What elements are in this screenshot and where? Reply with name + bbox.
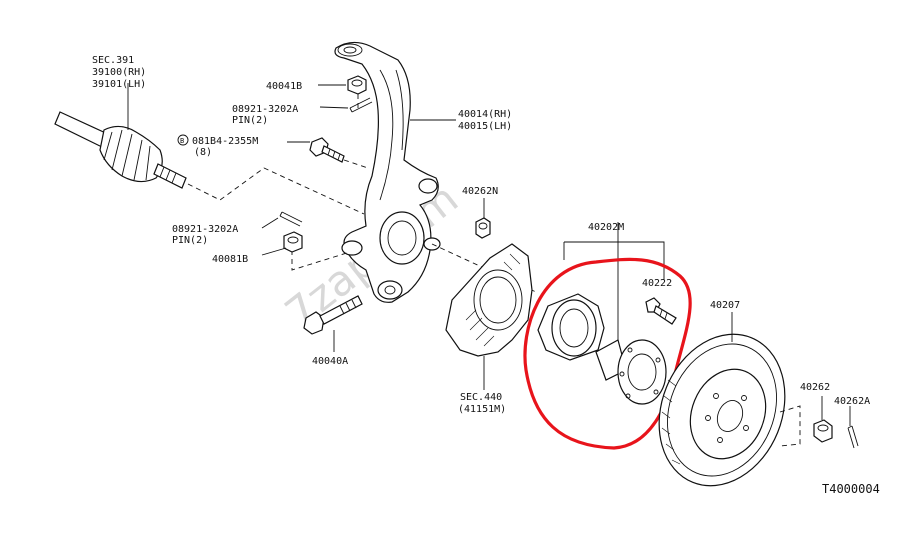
highlight-circle (523, 257, 692, 450)
label-40262n[interactable]: 40262N (462, 186, 498, 197)
dash-shaft (187, 167, 365, 215)
drive-shaft[interactable] (54, 111, 187, 189)
dash-bolt (343, 159, 369, 169)
label-40262[interactable]: 40262 (800, 382, 830, 393)
bolt-40040a[interactable] (303, 295, 363, 335)
hub-bearing-assembly[interactable] (537, 293, 667, 405)
label-40015[interactable]: 40015(LH) (458, 121, 512, 132)
label-081b4[interactable]: 081B4-2355M (192, 136, 258, 147)
steering-knuckle[interactable] (334, 41, 441, 303)
nut-40262n[interactable] (475, 217, 491, 239)
leader-40081b (261, 247, 287, 256)
dash-nut-40081b (291, 250, 351, 271)
nut-40041b[interactable] (347, 75, 367, 95)
leader-pin-lower (261, 217, 279, 229)
leader-pin-top (319, 106, 349, 109)
bracket-40202m (563, 222, 665, 340)
bolt-081b4[interactable] (309, 137, 345, 163)
diagram-code: T4000004 (822, 482, 880, 496)
cotter-pin-lower[interactable] (279, 211, 303, 227)
label-41151m[interactable]: (41151M) (458, 404, 506, 415)
label-39100[interactable]: 39100(RH) (92, 67, 146, 78)
label-40222[interactable]: 40222 (642, 278, 672, 289)
label-08921-top[interactable]: 08921-3202A (232, 104, 298, 115)
baffle-plate[interactable] (445, 243, 533, 357)
cotter-pin-top[interactable] (349, 97, 373, 113)
label-sec440[interactable]: SEC.440 (460, 392, 502, 403)
label-sec391[interactable]: SEC.391 (92, 55, 134, 66)
label-40081b[interactable]: 40081B (212, 254, 248, 265)
dash-rotor-nut (779, 405, 801, 447)
bolt-40222[interactable] (645, 297, 677, 325)
label-40040a[interactable]: 40040A (312, 356, 348, 367)
label-40262a[interactable]: 40262A (834, 396, 870, 407)
label-40207[interactable]: 40207 (710, 300, 740, 311)
cotter-pin-40262a[interactable] (847, 425, 859, 449)
nut-40262[interactable] (813, 419, 833, 443)
nut-40081b[interactable] (283, 231, 303, 253)
label-08921-low[interactable]: 08921-3202A (172, 224, 238, 235)
label-40041b[interactable]: 40041B (266, 81, 302, 92)
circled-b-icon (177, 134, 189, 146)
label-39101[interactable]: 39101(LH) (92, 79, 146, 90)
label-pin2-top[interactable]: PIN(2) (232, 115, 268, 126)
brake-rotor[interactable] (637, 315, 807, 505)
label-40014[interactable]: 40014(RH) (458, 109, 512, 120)
circled-b-letter: B (180, 137, 184, 145)
label-pin2-low[interactable]: PIN(2) (172, 235, 208, 246)
label-081b4-sub: (8) (194, 147, 212, 158)
label-40202m[interactable]: 40202M (588, 222, 624, 233)
